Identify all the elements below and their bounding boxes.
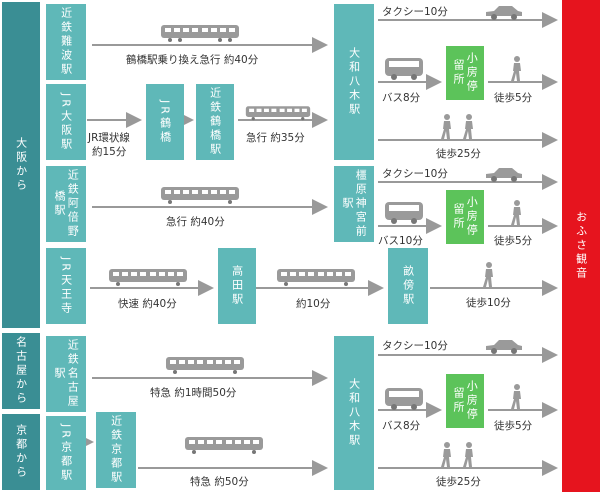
- route-label-jr-loop: JR環状線: [88, 132, 130, 144]
- station-jr-osaka[interactable]: JR大阪駅: [46, 84, 86, 160]
- region-kyoto: 京都から: [2, 414, 40, 490]
- station-jr-kyoto[interactable]: JR京都駅: [46, 416, 86, 490]
- walker-icon: [511, 384, 521, 409]
- station-kashihara-jingumae[interactable]: 橿原神宮前駅: [334, 166, 374, 242]
- access-bus-2: バス10分: [378, 235, 423, 247]
- station-kintetsu-tsuruhashi[interactable]: 近鉄鶴橋駅: [196, 84, 234, 160]
- walker-icon: [441, 442, 451, 467]
- station-kintetsu-namba[interactable]: 近鉄難波駅: [46, 4, 86, 80]
- access-bus-3: バス8分: [382, 420, 421, 432]
- train-icon: [109, 269, 187, 286]
- access-walk-2: 徒歩5分: [494, 235, 533, 247]
- station-unebi[interactable]: 畝傍駅: [388, 248, 428, 324]
- station-kintetsu-nagoya[interactable]: 近鉄名古屋駅: [46, 336, 86, 412]
- train-icon: [161, 187, 239, 204]
- access-walk-25-1: 徒歩25分: [436, 148, 481, 160]
- car-icon: [486, 168, 522, 182]
- station-jr-tennoji[interactable]: JR天王寺: [46, 248, 86, 324]
- access-walk-1: 徒歩5分: [494, 92, 533, 104]
- station-kintetsu-abenobashi[interactable]: 近鉄阿倍野橋駅: [46, 166, 86, 242]
- access-walk-3: 徒歩5分: [494, 420, 533, 432]
- walker-icon: [463, 442, 473, 467]
- route-label-nagoya-ltd: 特急 約1時間50分: [150, 387, 237, 399]
- train-icon: [277, 269, 355, 286]
- train-icon: [161, 25, 239, 42]
- destination-ofusa-kannon[interactable]: おふさ観音: [562, 0, 600, 492]
- access-taxi-3: タクシー10分: [382, 340, 448, 352]
- bus-icon: [385, 58, 423, 80]
- route-label-takada-time: 約10分: [296, 298, 331, 310]
- bus-stop-kofusa-2[interactable]: 小房停留所: [446, 190, 484, 244]
- access-walk-25-2: 徒歩25分: [436, 476, 481, 488]
- walker-icon: [483, 262, 493, 287]
- bus-stop-kofusa-1[interactable]: 小房停留所: [446, 46, 484, 100]
- train-icon: [185, 437, 263, 454]
- station-yamato-yagi-1[interactable]: 大和八木駅: [334, 4, 374, 160]
- walker-icon: [511, 200, 521, 225]
- bus-icon: [385, 202, 423, 224]
- station-kintetsu-kyoto[interactable]: 近鉄京都駅: [96, 412, 136, 488]
- car-icon: [486, 6, 522, 20]
- bus-icon: [385, 388, 423, 410]
- walker-icon: [463, 114, 473, 139]
- route-label-abeno-express: 急行 約40分: [166, 216, 225, 228]
- access-walk-10: 徒歩10分: [466, 297, 511, 309]
- train-icon: [166, 357, 244, 374]
- access-taxi-1: タクシー10分: [382, 6, 448, 18]
- route-label-namba: 鶴橋駅乗り換え急行 約40分: [126, 54, 259, 66]
- route-label-jr-loop-time: 約15分: [92, 146, 127, 158]
- station-jr-tsuruhashi[interactable]: JR鶴橋: [146, 84, 184, 160]
- region-nagoya: 名古屋から: [2, 333, 40, 409]
- train-icon: [245, 106, 311, 121]
- route-label-tsuruhashi-express: 急行 約35分: [246, 132, 305, 144]
- route-label-rapid: 快速 約40分: [118, 298, 177, 310]
- station-takada[interactable]: 高田駅: [218, 248, 256, 324]
- access-bus-1: バス8分: [382, 92, 421, 104]
- bus-stop-kofusa-3[interactable]: 小房停留所: [446, 374, 484, 428]
- car-icon: [486, 340, 522, 354]
- access-taxi-2: タクシー10分: [382, 168, 448, 180]
- route-label-kyoto-ltd: 特急 約50分: [190, 476, 249, 488]
- station-yamato-yagi-2[interactable]: 大和八木駅: [334, 336, 374, 490]
- walker-icon: [511, 56, 521, 81]
- region-osaka: 大阪から: [2, 2, 40, 328]
- walker-icon: [441, 114, 451, 139]
